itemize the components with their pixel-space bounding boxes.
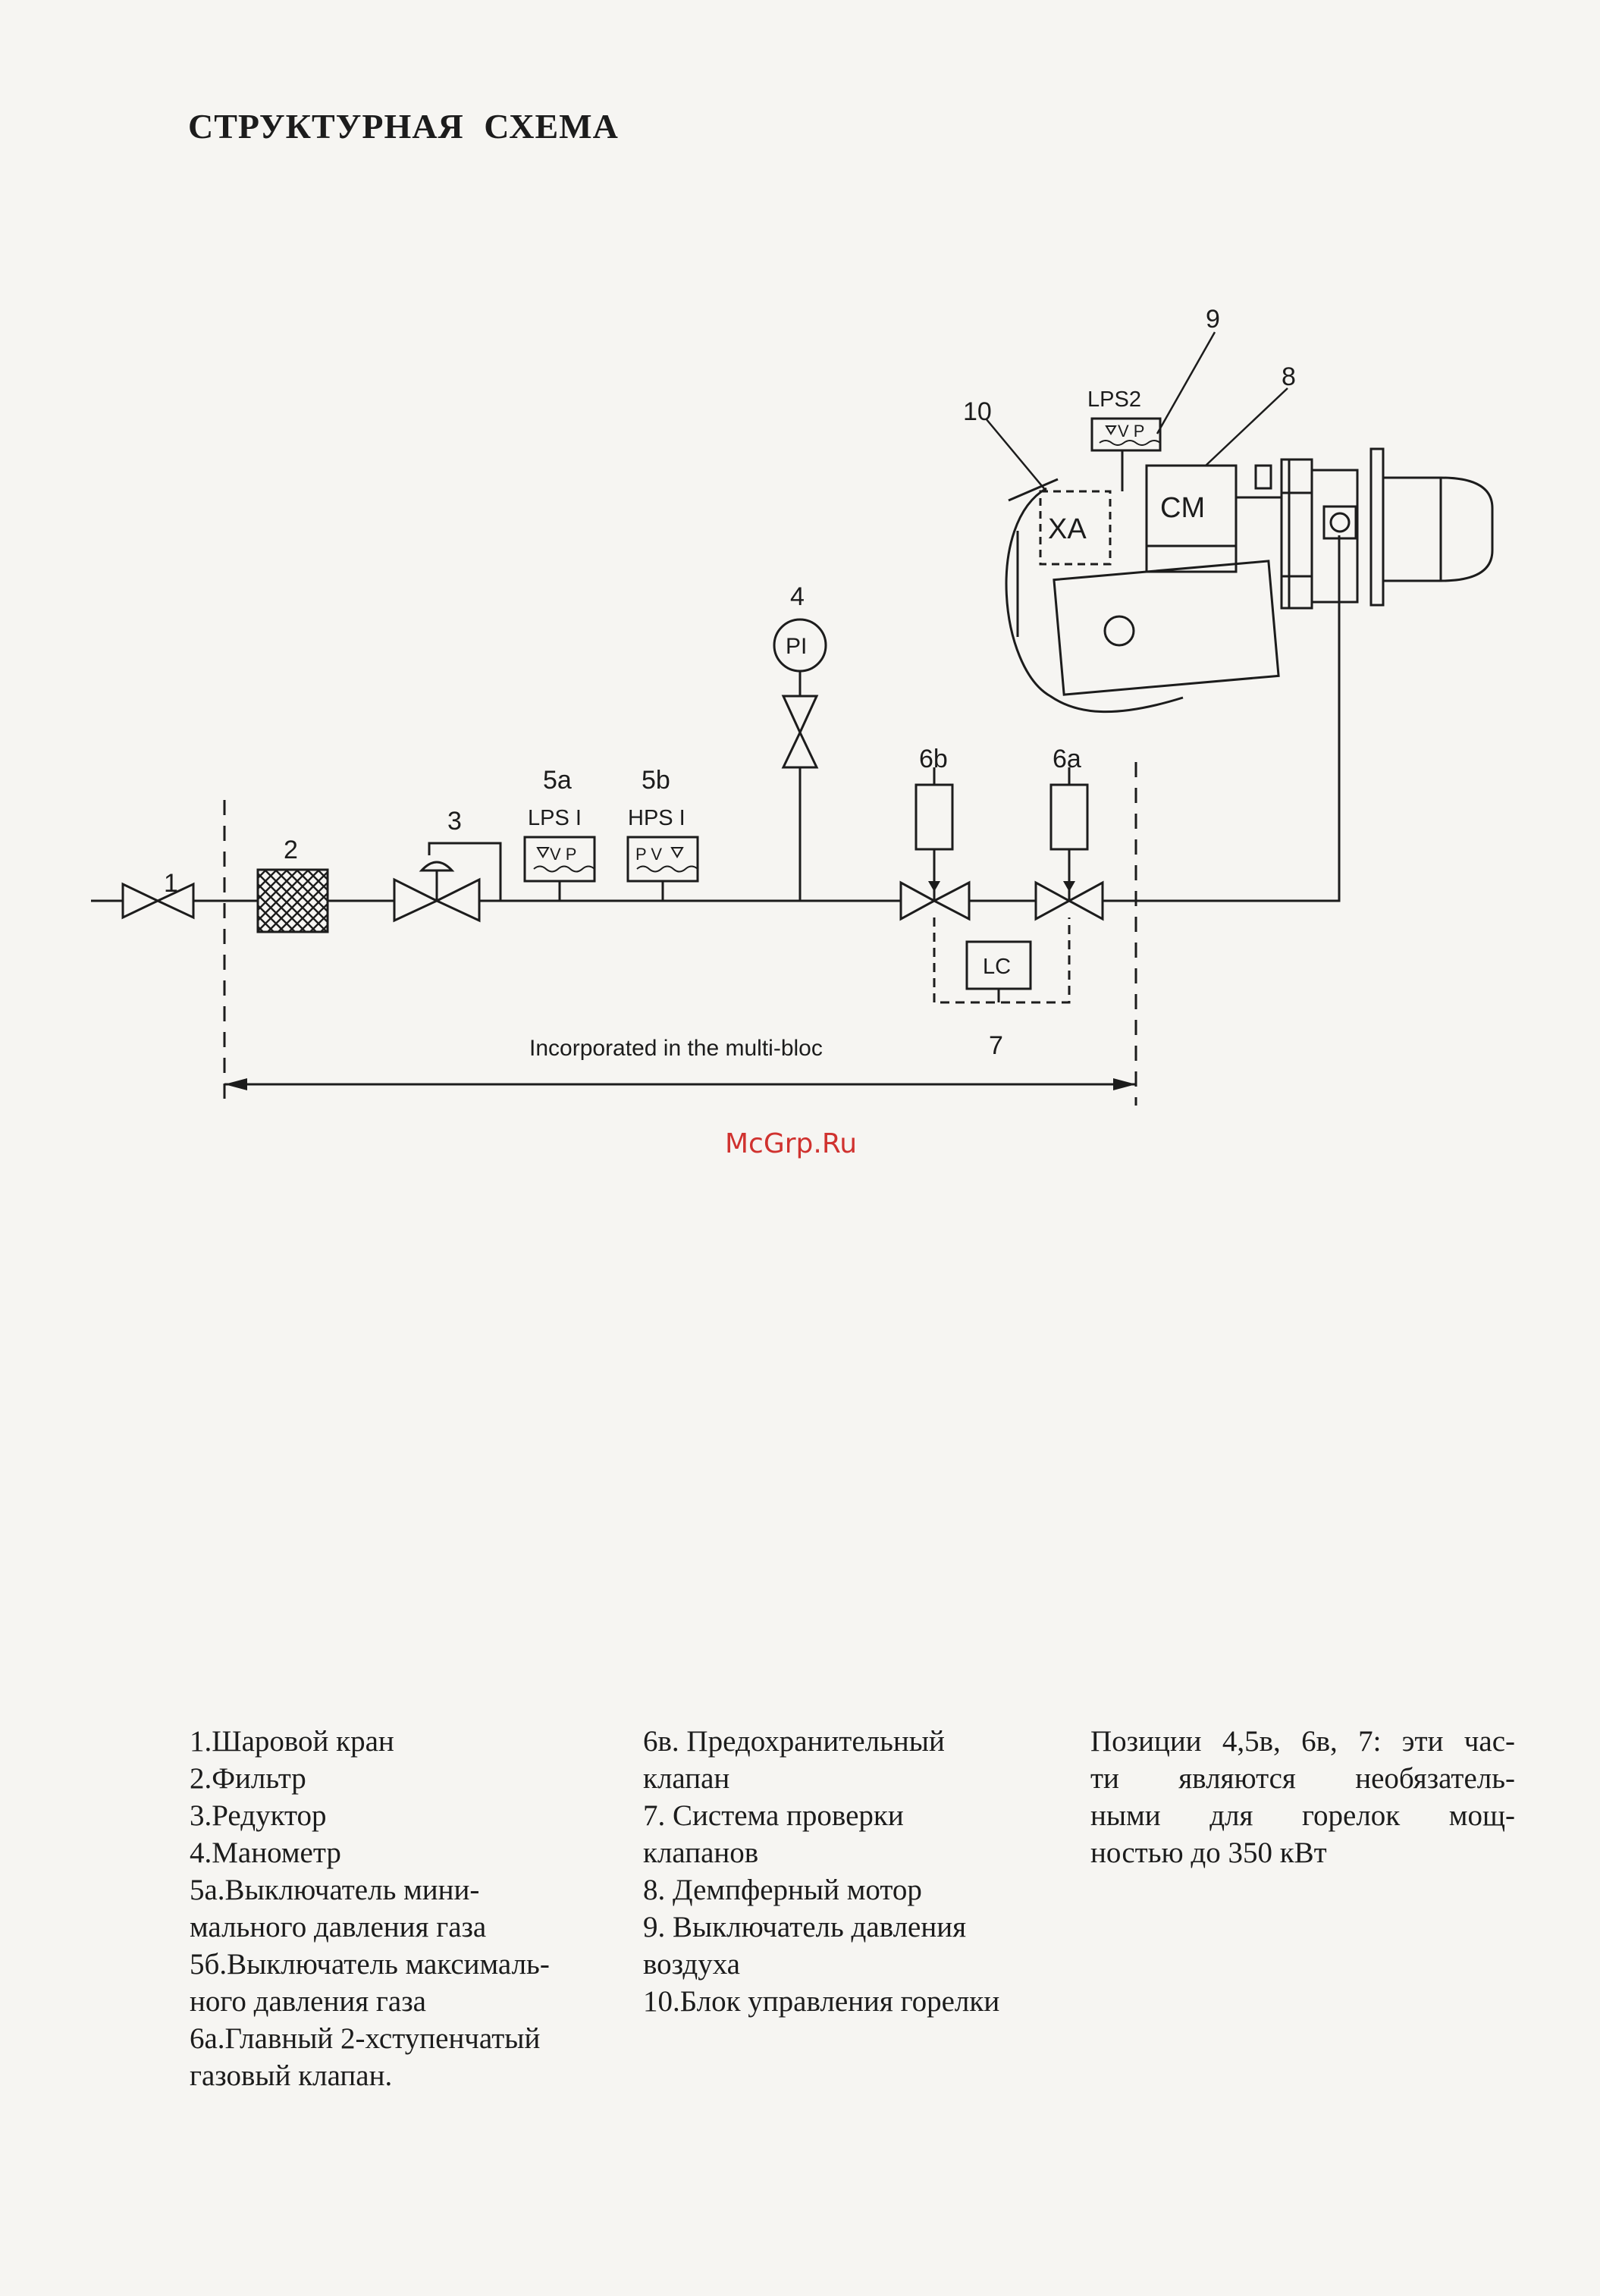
label-7: 7 [989, 1031, 1003, 1060]
legend-row: 9. Выключатель давления [643, 1911, 967, 1943]
max-gas-pressure-switch [626, 836, 699, 901]
legend-row: ти являются необязатель- [1090, 1762, 1515, 1795]
label-5b: 5b [642, 766, 670, 795]
legend-row: ного давления газа [190, 1985, 426, 2018]
legend-row: 6в. Предохранительный [643, 1725, 945, 1758]
legend-row: 10.Блок управления горелки [643, 1985, 1000, 2018]
lps2-label: LPS2 [1087, 387, 1141, 412]
legend-row: клапан [643, 1762, 730, 1795]
air-pressure-switch [1090, 417, 1162, 491]
label-5a: 5a [543, 766, 572, 795]
legend-row: 7. Система проверки [643, 1799, 904, 1832]
cm-label: CM [1160, 492, 1205, 524]
legend-row: Позиции 4,5в, 6в, 7: эти час- [1090, 1725, 1515, 1758]
legend-note: Позиции 4,5в, 6в, 7: эти час-ти являются… [1090, 1723, 1515, 1871]
legend-row: воздуха [643, 1948, 740, 1981]
min-gas-pressure-switch [523, 836, 596, 901]
legend-row: 4.Манометр [190, 1836, 341, 1869]
label-4: 4 [790, 582, 805, 611]
ball-valve-icon [121, 882, 195, 920]
burner-control-unit [1039, 490, 1112, 566]
lps1-label: LPS I [528, 806, 582, 830]
main-gas-valve-icon [1034, 767, 1104, 921]
burner-icon [1005, 447, 1494, 714]
label-9: 9 [1206, 305, 1220, 334]
page-title: СТРУКТУРНАЯ СХЕМА [188, 107, 619, 146]
legend-row: ностью до 350 кВт [1090, 1836, 1327, 1869]
manometer-icon [773, 618, 827, 901]
legend-column-1: 1.Шаровой кран 2.Фильтр 3.Редуктор 4.Ман… [190, 1723, 550, 2094]
label-8: 8 [1282, 362, 1296, 391]
incorporated-label: Incorporated in the multi-bloc [529, 1036, 823, 1061]
legend-row: 3.Редуктор [190, 1799, 327, 1832]
label-2: 2 [284, 836, 298, 864]
xa-label: XA [1048, 513, 1087, 545]
legend-column-2: 6в. Предохранительный клапан 7. Система … [643, 1723, 999, 2020]
label-1: 1 [164, 869, 178, 898]
legend-row: 6а.Главный 2-хступенчатый [190, 2022, 541, 2055]
legend-row: 5б.Выключатель максималь- [190, 1948, 550, 1981]
legend-row: 5а.Выключатель мини- [190, 1874, 480, 1906]
legend-row: ными для горелок мощ- [1090, 1799, 1515, 1832]
lps1-switch-label: V P [550, 845, 576, 864]
legend-row: мального давления газа [190, 1911, 487, 1943]
main-gas-line [91, 535, 1341, 902]
label-3: 3 [447, 807, 462, 836]
legend-row: 2.Фильтр [190, 1762, 306, 1795]
filter-icon [256, 868, 329, 933]
label-10: 10 [963, 397, 992, 426]
hps1-switch-label: P V [635, 845, 662, 864]
pressure-regulator-icon [393, 842, 502, 923]
label-6a: 6a [1053, 745, 1081, 773]
multi-bloc-boundary [223, 762, 1137, 1106]
legend-row: клапанов [643, 1836, 759, 1869]
leader-lines [985, 331, 1288, 492]
watermark: McGrp.Ru [725, 1128, 858, 1159]
lc-label: LC [983, 955, 1011, 979]
legend-row: газовый клапан. [190, 2059, 393, 2092]
hps1-label: HPS I [628, 806, 685, 830]
label-6b: 6b [919, 745, 948, 773]
safety-valve-icon [899, 767, 971, 921]
valve-proving-system [933, 917, 1071, 1004]
pi-label: PI [786, 634, 807, 659]
legend-row: 1.Шаровой кран [190, 1725, 394, 1758]
legend-row: 8. Демпферный мотор [643, 1874, 922, 1906]
lps2-switch-label: V P [1118, 422, 1144, 441]
